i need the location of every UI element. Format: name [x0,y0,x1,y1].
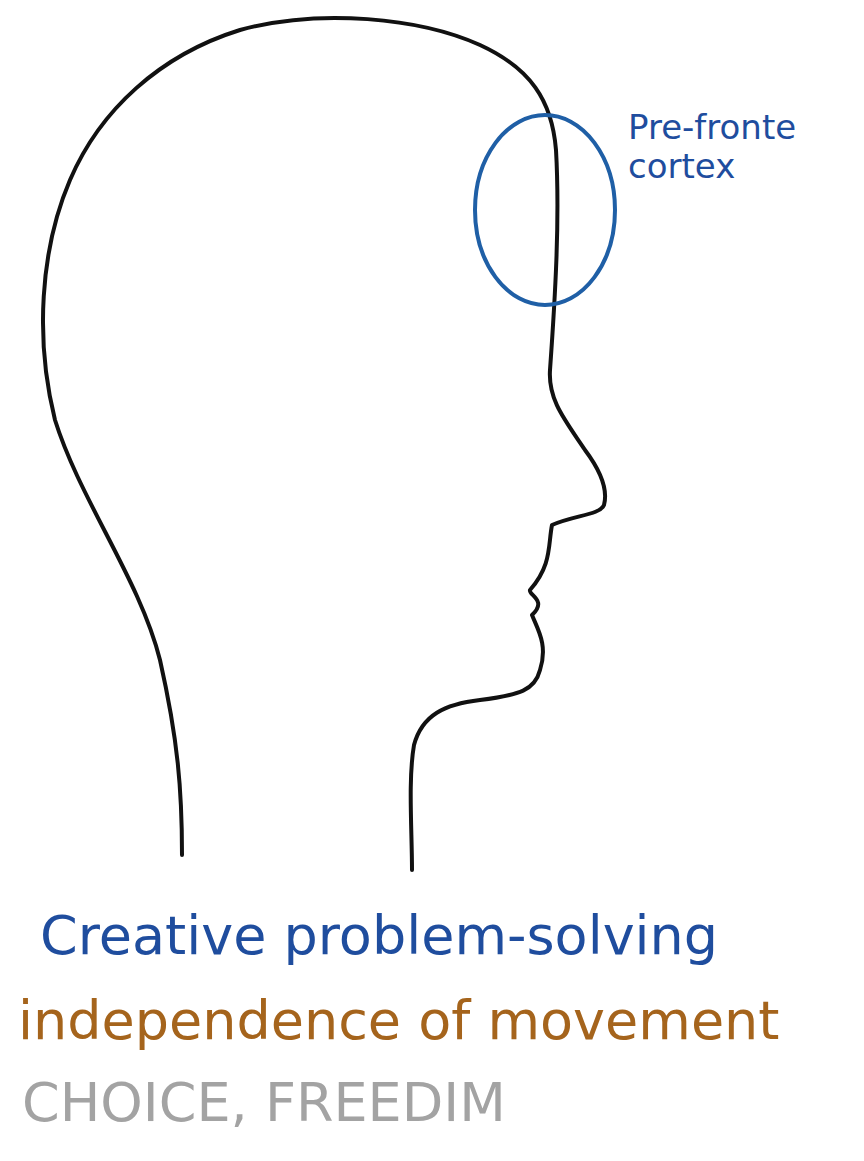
function-note: Creative problem-solving [40,905,850,967]
region-label: Pre-fronte cortex [628,108,853,186]
function-note: CHOICE, FREEDIM [22,1072,852,1134]
function-note: independence of movement [18,990,858,1052]
cortex-circle [475,115,615,305]
head-profile [43,18,605,870]
